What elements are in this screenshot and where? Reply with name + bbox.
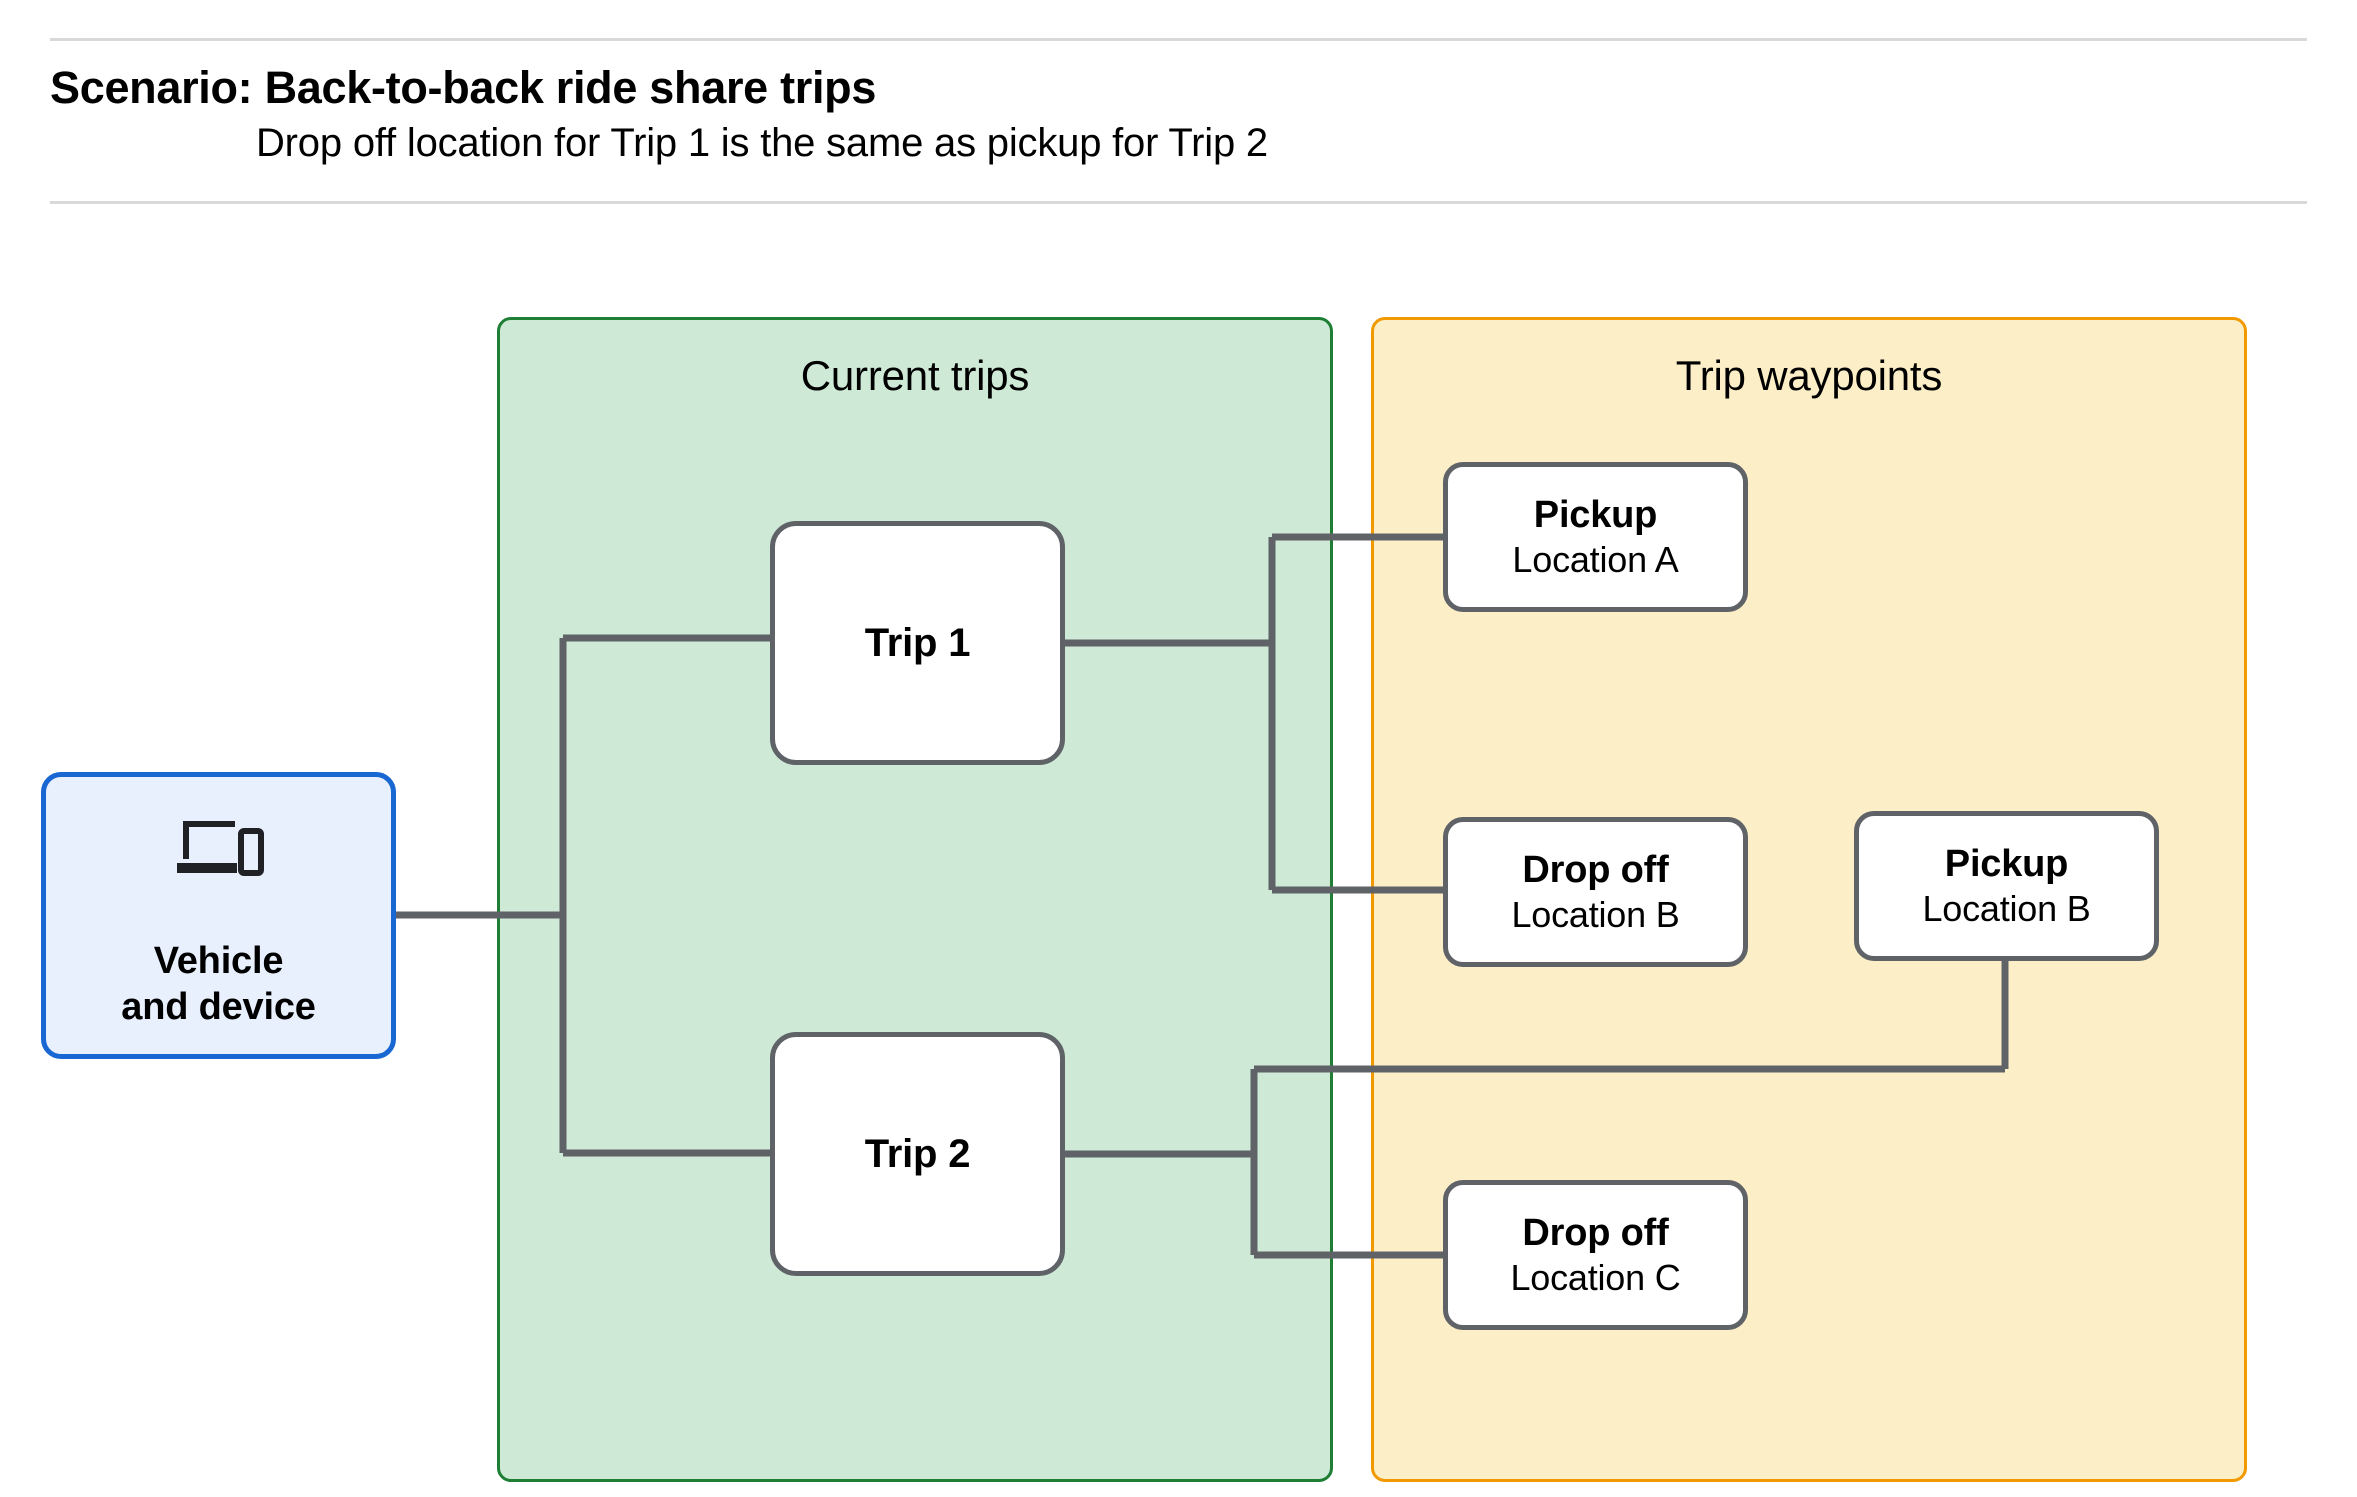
waypoint-type: Drop off	[1522, 848, 1669, 891]
page-subtitle: Drop off location for Trip 1 is the same…	[256, 121, 1268, 165]
header-divider-top	[50, 38, 2307, 41]
node-waypoint-pickup-location-b[interactable]: Pickup Location B	[1854, 811, 2159, 961]
trip-1-label: Trip 1	[864, 620, 971, 665]
header-divider-bottom	[50, 201, 2307, 204]
waypoint-location: Location B	[1922, 888, 2091, 930]
trip-2-label: Trip 2	[864, 1131, 971, 1176]
node-trip-2[interactable]: Trip 2	[770, 1032, 1065, 1276]
vehicle-label-line2: and device	[121, 986, 316, 1029]
page-title: Scenario: Back-to-back ride share trips	[50, 62, 877, 113]
panel-current-trips: Current trips	[497, 317, 1333, 1482]
node-waypoint-pickup-location-a[interactable]: Pickup Location A	[1443, 462, 1748, 612]
waypoint-location: Location C	[1510, 1257, 1681, 1299]
waypoint-type: Drop off	[1522, 1211, 1669, 1254]
node-waypoint-dropoff-location-b[interactable]: Drop off Location B	[1443, 817, 1748, 967]
waypoint-location: Location A	[1512, 539, 1679, 581]
waypoint-type: Pickup	[1533, 493, 1658, 536]
vehicle-label-line1: Vehicle	[153, 940, 284, 982]
node-vehicle-and-device[interactable]: Vehicle and device	[41, 772, 396, 1059]
node-trip-1[interactable]: Trip 1	[770, 521, 1065, 765]
waypoint-location: Location B	[1511, 894, 1680, 936]
waypoint-type: Pickup	[1944, 842, 2069, 885]
panel-trip-waypoints-title: Trip waypoints	[1675, 352, 1943, 399]
laptop-and-phone-icon	[176, 821, 264, 876]
vehicle-label: Vehicle and device	[121, 938, 316, 1031]
panel-current-trips-title: Current trips	[800, 352, 1030, 399]
node-waypoint-dropoff-location-c[interactable]: Drop off Location C	[1443, 1180, 1748, 1330]
